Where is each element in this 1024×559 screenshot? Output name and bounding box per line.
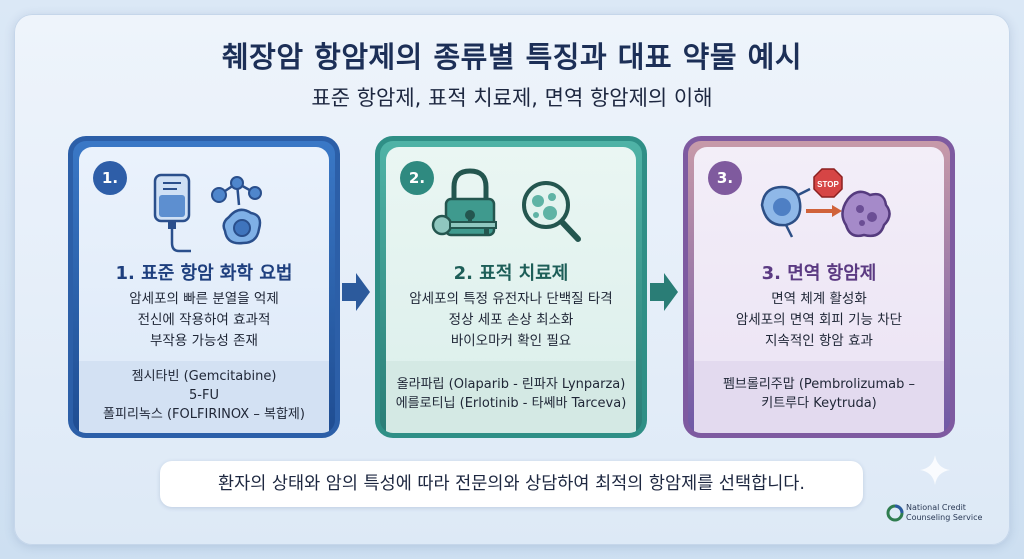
card-number-badge: 1. [93, 161, 127, 195]
drug-examples: 펨브롤리주맙 (Pembrolizumab – 키트루다 Keytruda) [694, 361, 944, 433]
arrow-right-icon [650, 273, 678, 311]
description-line: 암세포의 특정 유전자나 단백질 타격 [409, 291, 613, 307]
description-line: 정상 세포 손상 최소화 [448, 312, 574, 328]
stop-label: STOP [817, 180, 839, 189]
card-description: 암세포의 특정 유전자나 단백질 타격 정상 세포 손상 최소화 바이오마커 확… [392, 289, 630, 352]
description-line: 암세포의 빠른 분열을 억제 [129, 291, 279, 307]
card-immunotherapy: 3. STOP 3. 면역 항암제 [683, 136, 955, 438]
drug-examples: 올라파립 (Olaparib - 린파자 Lynparza) 에를로티닙 (Er… [386, 361, 636, 433]
logo-mark-icon [886, 504, 904, 522]
drug-name: 젬시타빈 (Gemcitabine) [131, 369, 277, 384]
immune-cell-stop-icon: STOP [694, 165, 944, 257]
logo-line: National Credit [906, 503, 966, 512]
description-line: 암세포의 면역 회피 기능 차단 [735, 312, 903, 328]
description-line: 부작용 가능성 존재 [150, 333, 258, 349]
card-body: 2. 2. 표적 치료제 암세포의 [386, 147, 636, 433]
page-title: 췌장암 항암제의 종류별 특징과 대표 약물 예시 [222, 40, 802, 74]
drug-name: 키트루다 Keytruda) [761, 396, 877, 411]
card-body: 1. 1. 표준 항암 화학 요법 [79, 147, 329, 433]
logo: National Credit Counseling Service [886, 500, 996, 530]
card-description: 암세포의 빠른 분열을 억제 전신에 작용하여 효과적 부작용 가능성 존재 [85, 289, 323, 352]
lock-key-magnifier-icon [386, 165, 636, 257]
description-line: 전신에 작용하여 효과적 [137, 312, 271, 328]
drug-name: 펨브롤리주맙 (Pembrolizumab – [722, 377, 916, 392]
iv-bag-molecule-cell-icon [79, 165, 329, 257]
card-title: 3. 면역 항암제 [761, 263, 877, 284]
card-description: 면역 체계 활성화 암세포의 면역 회피 기능 차단 지속적인 항암 효과 [700, 289, 938, 352]
drug-examples: 젬시타빈 (Gemcitabine) 5-FU 폴피리녹스 (FOLFIRINO… [79, 361, 329, 433]
card-number-badge: 2. [400, 161, 434, 195]
arrow-right-icon [342, 273, 370, 311]
card-title: 2. 표적 치료제 [453, 263, 569, 284]
description-line: 지속적인 항암 효과 [765, 333, 873, 349]
drug-name: 에를로티닙 (Erlotinib - 타쎄바 Tarceva) [395, 396, 627, 411]
drug-name: 올라파립 (Olaparib - 린파자 Lynparza) [396, 377, 626, 392]
drug-name: 폴피리녹스 (FOLFIRINOX – 복합제) [103, 407, 305, 422]
drug-name: 5-FU [189, 388, 219, 403]
card-body: 3. STOP 3. 면역 항암제 [694, 147, 944, 433]
description-line: 면역 체계 활성화 [771, 291, 867, 307]
card-title: 1. 표준 항암 화학 요법 [115, 263, 293, 284]
card-number-badge: 3. [708, 161, 742, 195]
footer-note: 환자의 상태와 암의 특성에 따라 전문의와 상담하여 최적의 항암제를 선택합… [160, 461, 863, 507]
card-targeted-therapy: 2. 2. 표적 치료제 암세포의 [375, 136, 647, 438]
logo-text: National Credit Counseling Service [906, 503, 982, 523]
description-line: 바이오마커 확인 필요 [450, 333, 572, 349]
card-chemotherapy: 1. 1. 표준 항암 화학 요법 [68, 136, 340, 438]
sparkle-icon [920, 455, 950, 485]
logo-line: Counseling Service [906, 513, 983, 522]
page-subtitle: 표준 항암제, 표적 치료제, 면역 항암제의 이해 [311, 86, 713, 110]
